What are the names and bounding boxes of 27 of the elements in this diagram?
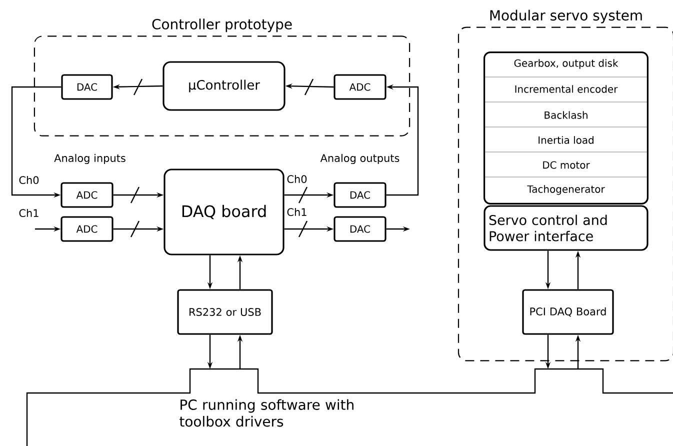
component-stack [484, 52, 648, 204]
computer-block: PC running software with toolbox drivers [26, 368, 673, 446]
node-label: Modular servo system [490, 10, 642, 24]
converter-box: DAC [334, 182, 386, 208]
section-label: Analog inputs [54, 154, 126, 164]
stack-row: Gearbox, output disk [514, 59, 618, 69]
interface-box: PCI DAQ Board [522, 289, 614, 335]
node-label: Controller prototype [152, 18, 292, 32]
stack-row: Inertia load [538, 136, 594, 144]
channel-label: Ch1 [287, 208, 306, 216]
converter-box: ADC [60, 216, 114, 242]
section-label: Analog outputs [320, 154, 400, 164]
converter-box: DAC [334, 216, 386, 242]
channel-label: Ch0 [287, 174, 307, 184]
stack-row: DC motor [543, 161, 590, 169]
stack-row: Tachogenerator [527, 185, 605, 195]
converter-box: ADC [60, 182, 114, 208]
interface-box: RS232 or USB [177, 289, 273, 335]
stack-row: Incremental encoder [515, 85, 618, 93]
channel-label: Ch0 [19, 176, 39, 184]
converter-box: DAC [61, 74, 113, 100]
stack-row: Backlash [544, 111, 588, 119]
process-box: µController [162, 61, 286, 111]
channel-label: Ch1 [19, 208, 38, 218]
process-box: Servo control and Power interface [484, 205, 648, 251]
process-box: DAQ board [164, 168, 284, 256]
converter-box: ADC [334, 74, 386, 100]
